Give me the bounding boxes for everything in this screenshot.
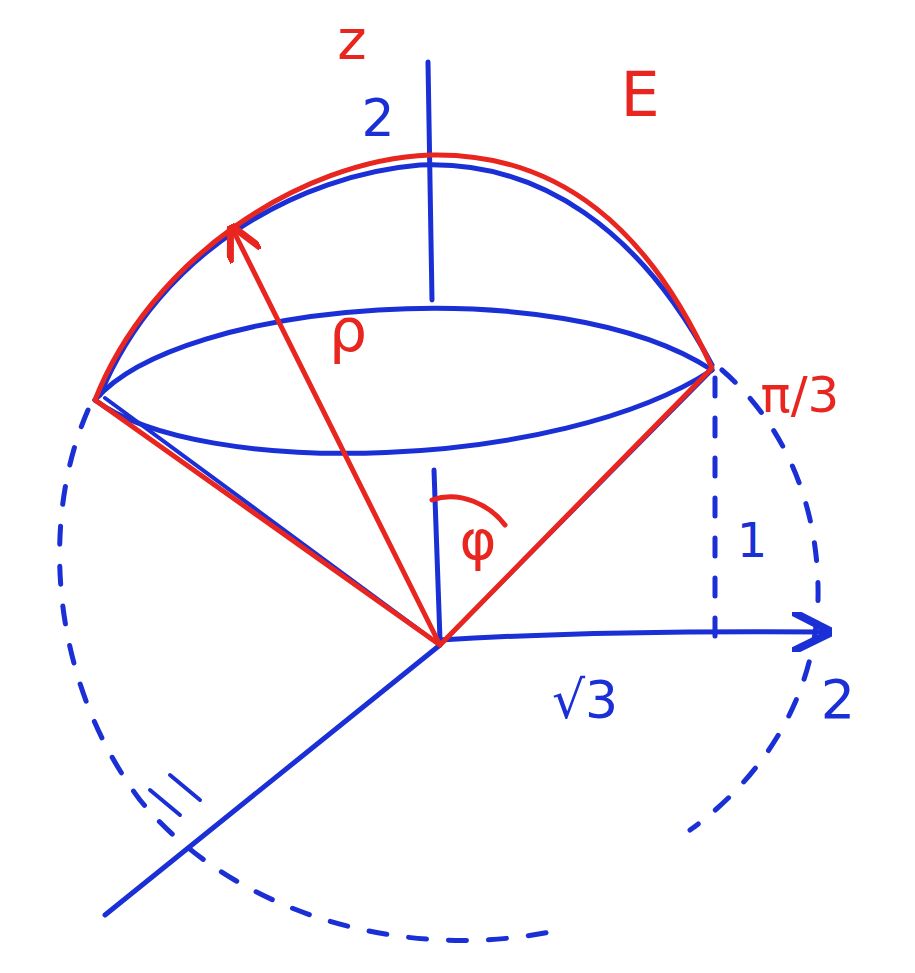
axis-label: z (337, 12, 366, 68)
cone-outline (105, 370, 712, 645)
dimension-label: 1 (737, 516, 768, 564)
angle-label: φ (460, 512, 497, 568)
circle-dash (60, 410, 560, 940)
tick-mark (150, 775, 200, 815)
x-axis (105, 645, 440, 915)
dimension-label: √3 (552, 674, 618, 726)
region-label: E (620, 64, 659, 126)
z-axis (428, 62, 440, 640)
region-outline (95, 155, 712, 645)
dimension-label: 2 (821, 673, 855, 727)
rim-back (95, 308, 712, 400)
variable-label: ρ (329, 300, 367, 360)
rho-line (232, 228, 440, 645)
height-dash (713, 378, 718, 640)
y-axis (440, 632, 828, 640)
angle-value: π/3 (761, 370, 840, 420)
cap-outline (100, 165, 712, 395)
rim-front (95, 370, 712, 453)
circle-dash (690, 370, 818, 830)
value-label: 2 (361, 92, 394, 144)
